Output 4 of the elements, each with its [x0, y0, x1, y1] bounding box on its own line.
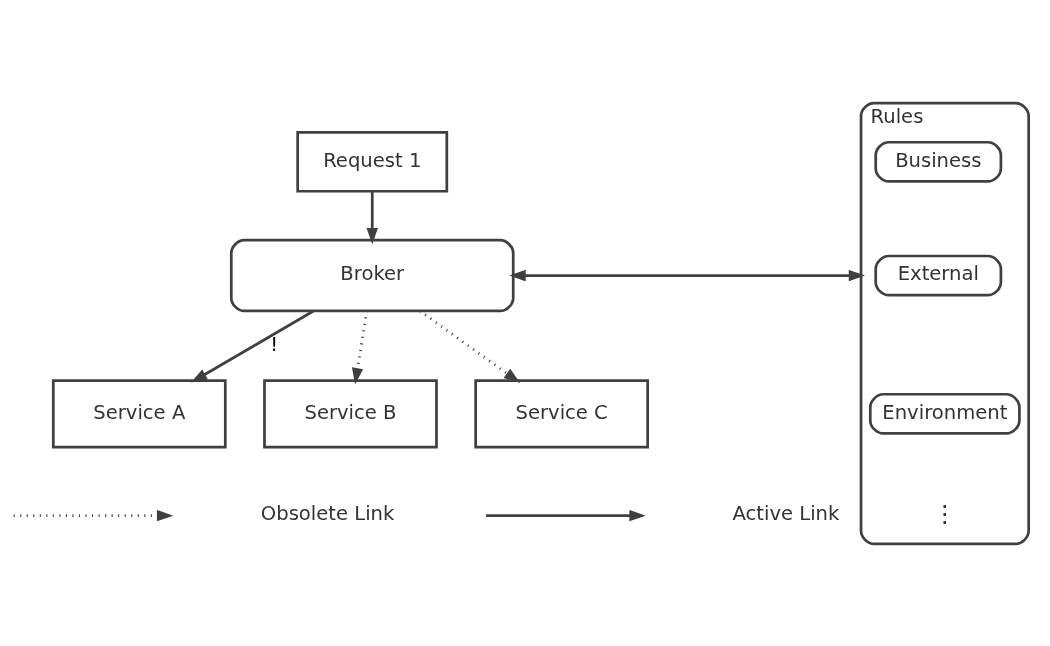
legend-label: Active Link — [732, 501, 840, 525]
edge-label: ! — [270, 332, 279, 356]
legend-label: Obsolete Link — [260, 501, 395, 525]
label: ⋮ — [932, 499, 957, 528]
